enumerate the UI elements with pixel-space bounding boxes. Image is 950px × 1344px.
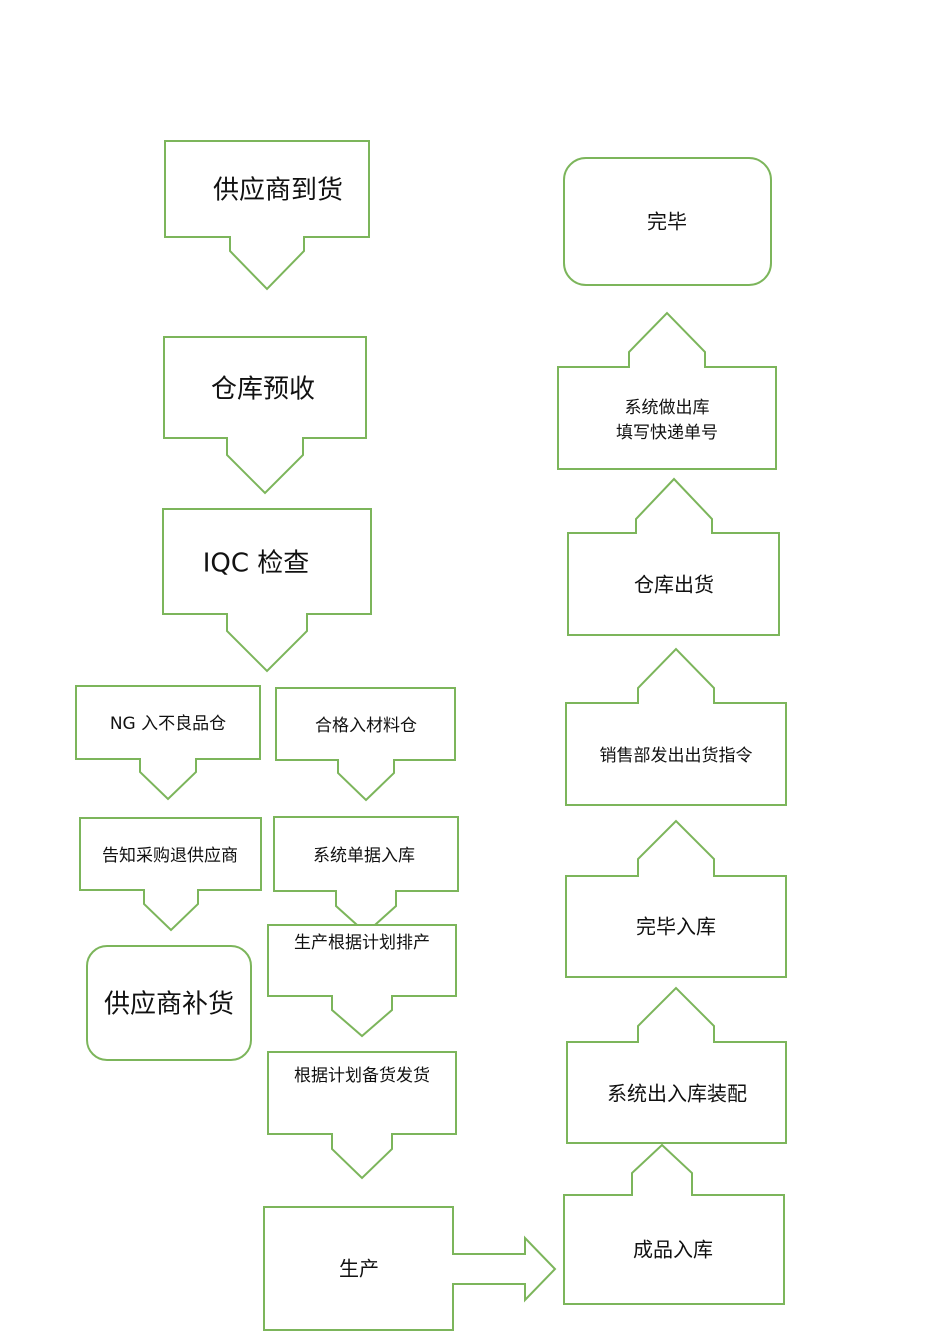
node-complete-stockin-label: 完毕入库: [636, 915, 716, 939]
node-complete-stockin: 完毕入库: [565, 819, 787, 978]
node-supplier-replenish-label: 供应商补货: [104, 990, 234, 1020]
node-supplier-arrival: 供应商到货: [164, 140, 370, 291]
node-system-stockout-line1: 系统做出库: [625, 398, 710, 418]
node-qualified-material-store: 合格入材料仓: [275, 687, 456, 802]
node-supplier-arrival-label: 供应商到货: [213, 176, 343, 206]
node-finished-goods-stockin: 成品入库: [563, 1143, 785, 1305]
node-system-stockout: 系统做出库 填写快递单号: [557, 311, 777, 470]
node-production-schedule: 生产根据计划排产: [267, 924, 457, 1038]
node-qualified-material-store-label: 合格入材料仓: [315, 716, 417, 736]
node-warehouse-shipping: 仓库出货: [567, 477, 780, 636]
node-production: 生产: [263, 1206, 557, 1331]
node-sales-shipping-order: 销售部发出出货指令: [565, 647, 787, 806]
node-done: 完毕: [563, 157, 772, 286]
node-warehouse-prereceive-label: 仓库预收: [211, 375, 315, 405]
node-system-document-stockin-label: 系统单据入库: [313, 846, 415, 866]
node-ng-defect-store: NG 入不良品仓: [75, 685, 261, 801]
node-system-inout-assembly: 系统出入库装配: [566, 986, 787, 1144]
node-production-schedule-label: 生产根据计划排产: [294, 933, 430, 953]
node-iqc-check: IQC 检查: [162, 508, 372, 673]
node-done-label: 完毕: [647, 210, 687, 234]
node-warehouse-shipping-label: 仓库出货: [634, 573, 714, 597]
node-ng-defect-store-label: NG 入不良品仓: [110, 714, 226, 734]
node-finished-goods-stockin-label: 成品入库: [633, 1238, 713, 1262]
node-production-label: 生产: [339, 1257, 379, 1281]
node-notify-purchase-return: 告知采购退供应商: [79, 817, 262, 932]
node-notify-purchase-return-label: 告知采购退供应商: [102, 846, 238, 866]
node-warehouse-prereceive: 仓库预收: [163, 336, 367, 495]
node-system-document-stockin: 系统单据入库: [273, 816, 459, 935]
node-sales-shipping-order-label: 销售部发出出货指令: [600, 746, 753, 766]
node-prepare-and-ship-label: 根据计划备货发货: [294, 1066, 430, 1086]
node-supplier-replenish: 供应商补货: [86, 945, 252, 1061]
node-system-inout-assembly-label: 系统出入库装配: [607, 1082, 747, 1106]
node-iqc-check-label: IQC 检查: [203, 549, 310, 579]
node-system-stockout-line2: 填写快递单号: [616, 423, 718, 443]
node-prepare-and-ship: 根据计划备货发货: [267, 1051, 457, 1180]
